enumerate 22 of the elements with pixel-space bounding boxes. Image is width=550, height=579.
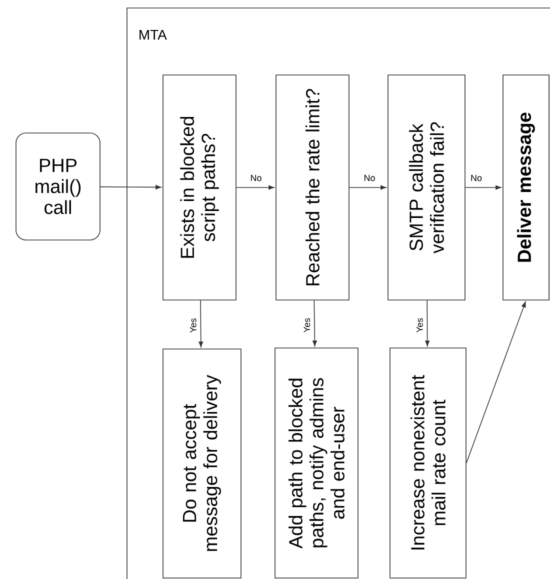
edge-label: No xyxy=(250,174,262,182)
process-box: Increase nonexistent mail rate count xyxy=(390,348,466,578)
arrow xyxy=(198,300,204,348)
decision-box: SMTP callback verification fail? xyxy=(388,74,466,300)
process-box: Add path to blocked paths, notify admins and end-user xyxy=(274,348,358,578)
edge-label: Yes xyxy=(304,318,310,332)
decision-box: Exists in blocked script paths? xyxy=(162,74,236,300)
edge-label: No xyxy=(364,174,375,182)
edge-label: No xyxy=(471,174,482,182)
arrow xyxy=(100,184,162,190)
arrow xyxy=(349,185,386,190)
decision-box: Reached the rate limit? xyxy=(276,74,350,300)
edge-label: Yes xyxy=(190,318,196,333)
process-box: Deliver message xyxy=(502,74,550,300)
arrow xyxy=(425,300,430,346)
start-box: PHP mail() call xyxy=(16,132,100,240)
arrow xyxy=(466,302,526,464)
arrow xyxy=(312,300,317,346)
arrow xyxy=(236,185,274,190)
arrow xyxy=(465,185,502,190)
edge-label: Yes xyxy=(416,318,423,332)
process-box: Do not accept message for delivery xyxy=(162,348,242,578)
